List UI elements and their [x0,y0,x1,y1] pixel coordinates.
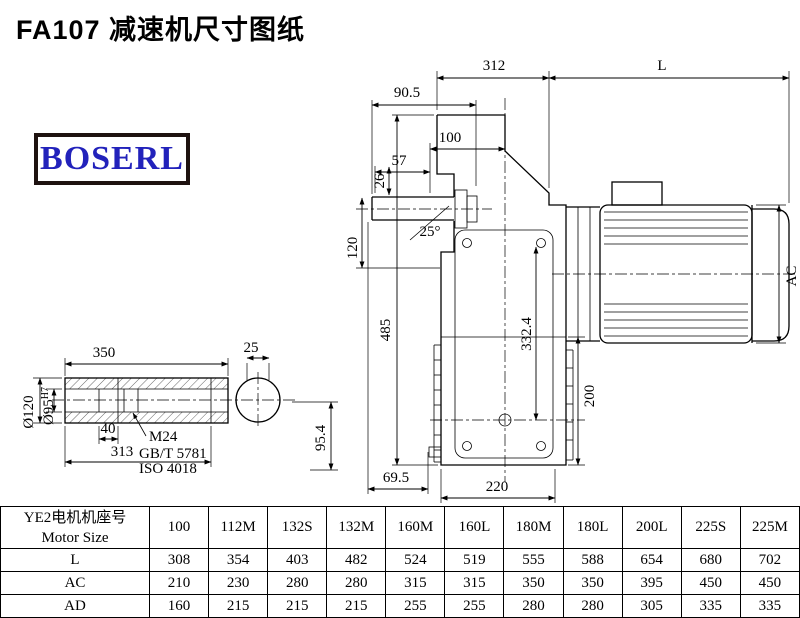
col-header: 112M [208,506,269,549]
dim-312: 312 [483,58,506,74]
cell: 680 [680,548,741,572]
dim-95-4: 95.4 [313,424,329,451]
cell: 555 [503,548,564,572]
col-header: 225S [680,506,741,549]
dia-95-value: Ø95 [41,399,57,425]
cell: 280 [267,571,328,595]
centerlines [52,98,795,482]
dim-90-5: 90.5 [394,85,420,101]
dim-100: 100 [439,130,462,146]
table-row-AD: AD 160 215 215 215 255 255 280 280 305 3… [0,594,800,618]
gearbox-outline [371,114,574,466]
cell: 280 [326,571,387,595]
cell: 519 [444,548,505,572]
cell: 215 [208,594,269,618]
cell: 588 [562,548,623,572]
dim-350: 350 [93,345,116,361]
cell: 305 [621,594,682,618]
dim-69-5: 69.5 [383,470,409,486]
cell: 255 [385,594,446,618]
cell: 315 [385,571,446,595]
dim-485: 485 [378,319,394,342]
cell: 335 [739,594,800,618]
col-header: 132M [326,506,387,549]
dim-332-4: 332.4 [519,317,535,351]
cell: 350 [562,571,623,595]
dim-25: 25 [244,340,259,356]
cell: 335 [680,594,741,618]
dim-200: 200 [582,385,598,408]
cell: 450 [680,571,741,595]
col-header: 100 [148,506,210,549]
shaft-section-view: 350 Ø120 Ø95H7 40 313 M24 GB/T 5781 ISO … [21,345,229,477]
terminal-box [611,181,663,206]
dim-220: 220 [486,479,509,495]
cell: 215 [326,594,387,618]
motor-size-header: YE2电机机座号 Motor Size [0,506,150,549]
cell: 255 [444,594,505,618]
angle-line [409,205,450,241]
row-label: L [0,548,150,572]
label-std-gb: GB/T 5781 [139,446,207,462]
dim-dia-120: Ø120 [21,395,37,428]
col-header: 200L [621,506,682,549]
cell: 280 [562,594,623,618]
label-std-iso: ISO 4018 [139,461,197,477]
boserl-logo-text: BOSERL [40,140,184,177]
main-dimensions: 312 L 90.5 100 57 26 25° 120 485 AC [292,58,800,503]
col-header: 180M [503,506,564,549]
dim-120: 120 [345,237,361,260]
drain-plug [428,446,442,458]
dia-95-tolerance: H7 [40,387,51,399]
bolt-hole [462,441,472,451]
row-label: AD [0,594,150,618]
cell: 702 [739,548,800,572]
dim-dia-95h7: Ø95H7 [40,387,57,425]
shaft-end-view: 25 [235,340,281,423]
col-header: 132S [267,506,328,549]
cell: 403 [267,548,328,572]
dim-motor-dia-AC: AC [784,266,800,287]
cell: 350 [503,571,564,595]
cell: 482 [326,548,387,572]
dim-26: 26 [372,173,388,189]
dim-57: 57 [392,153,408,169]
cell: 230 [208,571,269,595]
dim-angle-25: 25° [420,224,441,240]
cell: 354 [208,548,269,572]
col-header: 225M [739,506,800,549]
page-title: FA107 减速机尺寸图纸 [16,15,306,45]
cell: 524 [385,548,446,572]
cell: 215 [267,594,328,618]
boserl-logo: BOSERL [34,133,190,185]
cell: 450 [739,571,800,595]
table-header-row: YE2电机机座号 Motor Size 100 112M 132S 132M 1… [0,506,800,549]
dim-40: 40 [101,421,116,437]
table-row-AC: AC 210 230 280 280 315 315 350 350 395 4… [0,571,800,595]
cell: 654 [621,548,682,572]
cell: 308 [148,548,210,572]
col-header: 180L [562,506,623,549]
bolt-hole [462,238,472,248]
bolt-hole [536,238,546,248]
col-header: 160M [385,506,446,549]
row-label: AC [0,571,150,595]
cell: 280 [503,594,564,618]
header-line-cn: YE2电机机座号 [23,509,127,526]
label-thread-m24: M24 [149,429,178,445]
header-line-en: Motor Size [41,529,109,546]
motor-outline [566,181,790,344]
dim-313: 313 [111,444,134,460]
dimension-table: YE2电机机座号 Motor Size 100 112M 132S 132M 1… [0,506,800,618]
cell: 395 [621,571,682,595]
bolt-hole [536,441,546,451]
cell: 160 [148,594,210,618]
cell: 210 [148,571,210,595]
table-row-L: L 308 354 403 482 524 519 555 588 654 68… [0,548,800,572]
dimension-drawing: 312 L 90.5 100 57 26 25° 120 485 AC [21,58,800,503]
dim-motor-length-L: L [657,58,666,74]
col-header: 160L [444,506,505,549]
cell: 315 [444,571,505,595]
